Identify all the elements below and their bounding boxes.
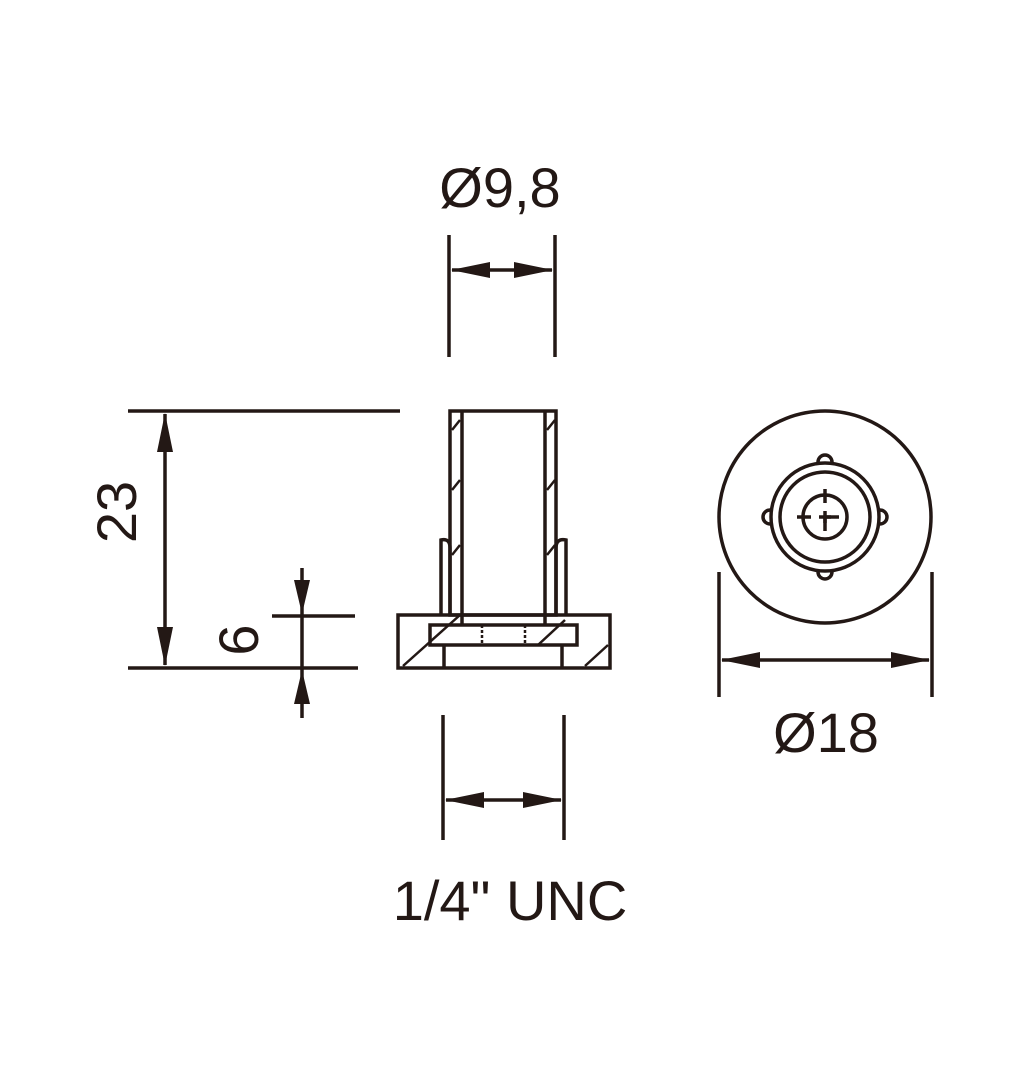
top-view bbox=[717, 409, 933, 625]
flange-height-label: 6 bbox=[207, 624, 270, 655]
dimension-thread: 1/4" UNC bbox=[393, 715, 628, 932]
dimension-height: 23 bbox=[85, 409, 400, 670]
height-label: 23 bbox=[85, 481, 148, 543]
thread-label: 1/4" UNC bbox=[393, 869, 628, 932]
dimension-tube-diameter: Ø9,8 bbox=[439, 156, 561, 357]
dimension-flange-height: 6 bbox=[207, 568, 355, 718]
flange-diameter-label: Ø18 bbox=[773, 701, 879, 764]
front-section-view bbox=[396, 409, 612, 670]
tube-diameter-label: Ø9,8 bbox=[439, 156, 560, 219]
dimension-flange-diameter: Ø18 bbox=[717, 572, 934, 764]
